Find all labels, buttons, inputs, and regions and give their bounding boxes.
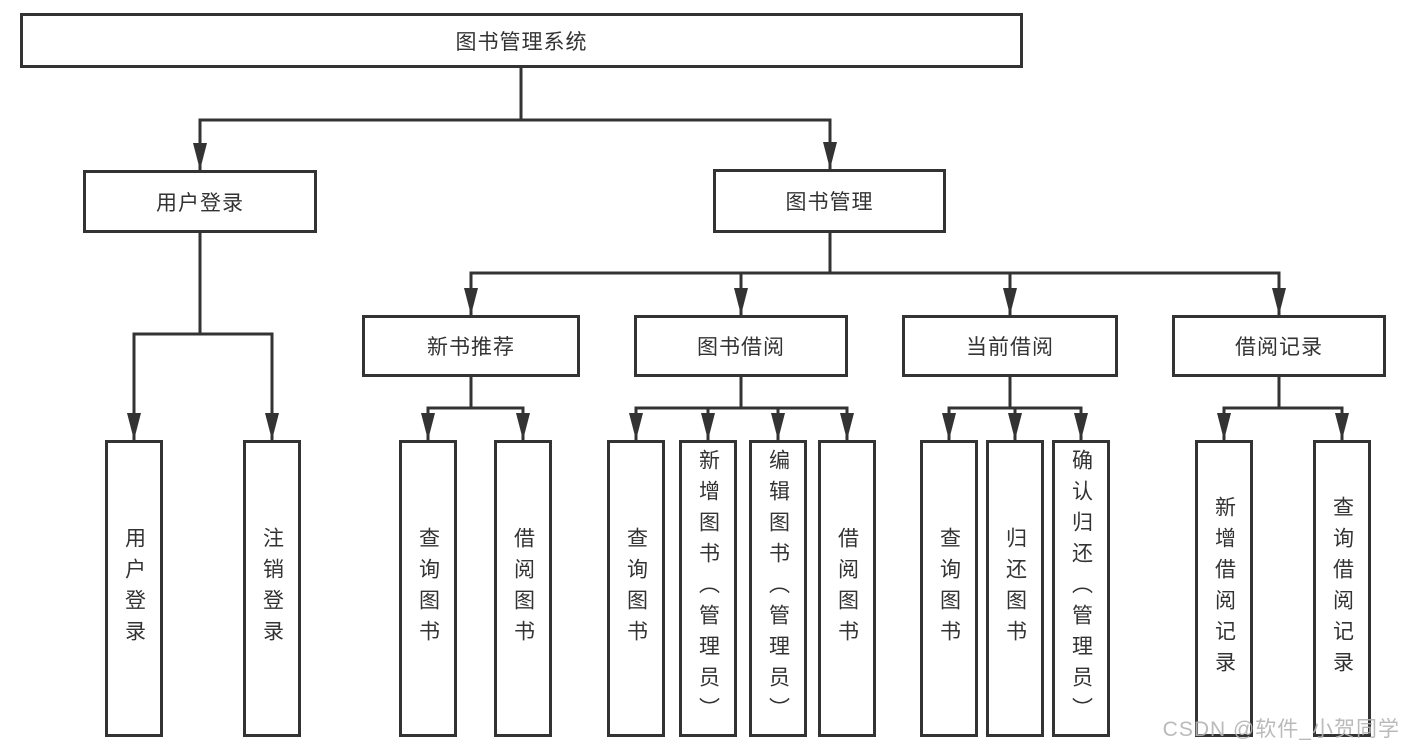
node-book-borrow-label: 图书借阅 bbox=[697, 336, 785, 359]
leaf-query-books-borrow: 查询图书 bbox=[607, 440, 665, 737]
leaf-borrow-books-recommend-label: 借阅图书 bbox=[511, 526, 535, 651]
node-borrow-records: 借阅记录 bbox=[1172, 315, 1386, 377]
node-user-login: 用户登录 bbox=[83, 170, 317, 233]
leaf-add-borrow-record: 新增借阅记录 bbox=[1195, 440, 1253, 737]
leaf-add-book-admin: 新增图书（管理员） bbox=[679, 440, 737, 737]
leaf-add-book-admin-label: 新增图书（管理员） bbox=[696, 449, 720, 728]
leaf-edit-book-admin-label: 编辑图书（管理员） bbox=[766, 449, 790, 728]
leaf-edit-book-admin: 编辑图书（管理员） bbox=[749, 440, 807, 737]
node-new-book-recommend: 新书推荐 bbox=[362, 315, 580, 377]
leaf-query-books-recommend-label: 查询图书 bbox=[416, 526, 440, 651]
leaf-query-books-borrow-label: 查询图书 bbox=[624, 526, 648, 651]
leaf-query-borrow-record-label: 查询借阅记录 bbox=[1330, 495, 1354, 682]
node-book-borrow: 图书借阅 bbox=[634, 315, 848, 377]
node-root-system: 图书管理系统 bbox=[20, 13, 1023, 68]
node-root-label: 图书管理系统 bbox=[455, 30, 588, 54]
leaf-logout-label: 注销登录 bbox=[260, 526, 284, 651]
leaf-query-borrow-record: 查询借阅记录 bbox=[1313, 440, 1371, 737]
leaf-confirm-return-admin-label: 确认归还（管理员） bbox=[1069, 449, 1093, 728]
leaf-add-borrow-record-label: 新增借阅记录 bbox=[1212, 495, 1236, 682]
node-book-management-label: 图书管理 bbox=[785, 191, 874, 214]
leaf-query-books-recommend: 查询图书 bbox=[399, 440, 457, 737]
node-current-borrow: 当前借阅 bbox=[902, 315, 1118, 377]
leaf-user-login-label: 用户登录 bbox=[122, 526, 146, 651]
leaf-user-login: 用户登录 bbox=[105, 440, 163, 737]
leaf-logout: 注销登录 bbox=[243, 440, 301, 737]
node-user-login-label: 用户登录 bbox=[156, 191, 244, 215]
leaf-return-books: 归还图书 bbox=[986, 440, 1044, 737]
leaf-borrow-books-borrow-label: 借阅图书 bbox=[835, 526, 859, 651]
leaf-return-books-label: 归还图书 bbox=[1003, 526, 1027, 651]
node-current-borrow-label: 当前借阅 bbox=[966, 336, 1054, 359]
watermark: CSDN @软件_小贺同学 bbox=[1162, 718, 1400, 741]
leaf-confirm-return-admin: 确认归还（管理员） bbox=[1052, 440, 1110, 737]
leaf-query-books-current: 查询图书 bbox=[920, 440, 978, 737]
node-book-management: 图书管理 bbox=[713, 169, 946, 233]
node-new-book-recommend-label: 新书推荐 bbox=[427, 336, 515, 359]
node-borrow-records-label: 借阅记录 bbox=[1235, 336, 1323, 359]
leaf-query-books-current-label: 查询图书 bbox=[937, 526, 961, 651]
leaf-borrow-books-borrow: 借阅图书 bbox=[818, 440, 876, 737]
leaf-borrow-books-recommend: 借阅图书 bbox=[494, 440, 552, 737]
